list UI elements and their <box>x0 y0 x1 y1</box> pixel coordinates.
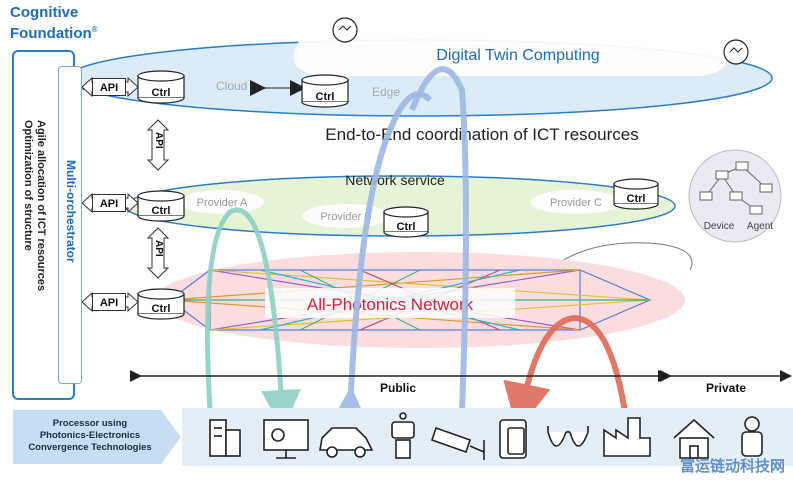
public-label: Public <box>380 381 416 395</box>
camera-icon <box>430 426 485 460</box>
ai-head-icon <box>723 39 749 65</box>
car-icon <box>319 427 374 458</box>
agent-label: Agent <box>747 221 773 232</box>
person-icon <box>741 416 763 457</box>
watermark-text: 富运链动科技网 <box>679 458 785 475</box>
dtc-title: Digital Twin Computing <box>436 47 599 64</box>
api-label-top: API <box>92 78 126 96</box>
teal-arc-arrow <box>205 207 301 430</box>
network-service-title: Network service <box>345 172 445 188</box>
ctrl-label: Ctrl <box>152 87 171 99</box>
blue-arc-arrow-right <box>409 66 469 411</box>
ctrl-cylinder-provider-c: Ctrl <box>613 178 659 210</box>
provider-c-label: Provider C <box>550 197 602 209</box>
ctrl-label: Ctrl <box>397 221 416 233</box>
monitor-icon <box>263 419 309 459</box>
provider-b-label: Provider B <box>320 211 371 223</box>
dtc-cloud-shape <box>293 14 727 76</box>
optimization-text: Optimization of structure <box>22 120 34 251</box>
ctrl-label: Ctrl <box>316 91 335 103</box>
glasses-icon <box>547 426 589 447</box>
api-label-mid: API <box>92 194 126 212</box>
ctrl-label: Ctrl <box>152 205 171 217</box>
ctrl-label: Ctrl <box>627 193 646 205</box>
processor-box <box>13 410 181 464</box>
robot-icon <box>391 412 415 459</box>
api-vertical-label-upper: API <box>153 132 164 149</box>
ctrl-cylinder-edge: Ctrl <box>301 74 349 108</box>
device-label: Device <box>704 221 735 232</box>
cognitive-foundation-line2: Foundation <box>10 25 92 42</box>
coordination-label: End-to-End coordination of ICT resources <box>325 125 638 144</box>
factory-icon <box>603 417 651 457</box>
ctrl-cylinder-apn: Ctrl <box>137 288 185 320</box>
apn-title: All-Photonics Network <box>307 295 474 314</box>
device-agent-link <box>559 242 693 271</box>
multi-orchestrator-description: Agile allocation of ICT resources Optimi… <box>21 120 47 291</box>
api-vertical-arrow-upper <box>146 119 170 171</box>
private-label: Private <box>706 381 746 395</box>
registered-mark: ® <box>91 25 98 34</box>
provider-a-bubble <box>180 190 264 214</box>
ctrl-cylinder-provider-b: Ctrl <box>383 206 429 238</box>
blue-arc-arrow-left <box>324 91 433 436</box>
apn-title-bg <box>265 288 515 318</box>
ctrl-cylinder-ns: Ctrl <box>137 190 185 222</box>
ctrl-cylinder-cloud: Ctrl <box>137 70 185 104</box>
processor-line1: Processor using <box>52 418 128 429</box>
multi-orchestrator-inner <box>58 66 82 384</box>
cognitive-foundation-line1: Cognitive <box>10 4 79 21</box>
processor-line3: Convergence Technologies <box>28 442 152 453</box>
cognitive-foundation-title: Cognitive Foundation® <box>10 4 98 42</box>
device-agent-graph-icon <box>699 161 773 215</box>
cloud-label: Cloud <box>216 79 247 93</box>
building-icon <box>209 419 241 457</box>
processor-line2: Photonics-Electronics <box>39 430 141 441</box>
api-vertical-label-lower: API <box>153 240 164 257</box>
multi-orchestrator-title: Multi-orchestrator <box>64 160 78 263</box>
processor-label: Processor using Photonics-Electronics Co… <box>16 418 164 454</box>
house-icon <box>673 418 715 459</box>
agile-allocation-text: Agile allocation of ICT resources <box>35 120 47 292</box>
edge-label: Edge <box>372 85 400 99</box>
api-vertical-arrow-lower <box>146 227 170 279</box>
ctrl-label: Ctrl <box>152 303 171 315</box>
ai-head-icon <box>332 17 358 43</box>
api-label-bottom: API <box>92 293 126 311</box>
phone-tablet-icon <box>499 419 527 459</box>
red-arc-arrow <box>503 314 628 432</box>
provider-c-bubble <box>530 190 622 214</box>
provider-a-label: Provider A <box>197 197 248 209</box>
